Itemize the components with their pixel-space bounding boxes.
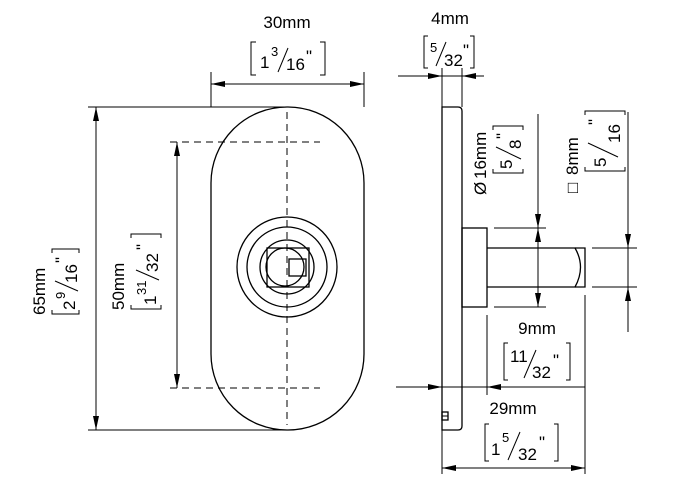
dimension-boss-diameter: Ø 16mm 5 8 " xyxy=(471,114,546,308)
dimension-hole-spacing: 50mm 1 31 32 " xyxy=(109,142,180,388)
front-view xyxy=(170,106,365,431)
boss-depth-inch-den: 32 xyxy=(532,363,551,382)
dimension-spindle-square: □ 8mm 5 16 " xyxy=(563,110,637,332)
hole-spacing-mm-label: 50mm xyxy=(109,263,128,310)
thickness-inch-den: 32 xyxy=(444,51,463,70)
spindle-square-inch-num: 5 xyxy=(591,158,610,167)
square-symbol: □ xyxy=(563,183,582,193)
total-depth-inch-num: 5 xyxy=(502,430,509,445)
width-inch-whole: 1 xyxy=(260,53,269,72)
dimension-thickness: 4mm 5 32 " xyxy=(398,9,484,107)
spindle-square-mm-label: 8mm xyxy=(563,137,582,175)
hole-spacing-inch-den: 32 xyxy=(143,253,162,272)
height-inch-num: 9 xyxy=(53,292,68,299)
diameter-symbol: Ø xyxy=(471,182,490,195)
spindle-hub xyxy=(236,216,338,318)
boss-depth-inch-num: 11 xyxy=(510,347,528,366)
thickness-inch-mark: " xyxy=(463,41,469,60)
boss-depth-inch-mark: " xyxy=(553,351,559,370)
rosette-plate-outline xyxy=(210,106,365,431)
spindle-square-inch-den: 16 xyxy=(605,124,624,143)
height-inch-den: 16 xyxy=(62,264,81,283)
total-depth-inch-den: 32 xyxy=(518,445,537,464)
boss-depth-mm-label: 9mm xyxy=(518,319,556,338)
width-inch-num: 3 xyxy=(271,44,278,59)
width-inch-den: 16 xyxy=(286,55,305,74)
thickness-inch-num: 5 xyxy=(430,40,437,55)
width-mm-label: 30mm xyxy=(263,13,310,32)
hole-spacing-inch-whole: 1 xyxy=(141,296,160,305)
dimension-total-depth: 29mm 1 5 32 " xyxy=(441,295,586,474)
side-view xyxy=(441,106,586,431)
total-depth-inch-whole: 1 xyxy=(491,440,500,459)
dimension-height: 65mm 2 9 16 " xyxy=(30,106,287,431)
boss-diameter-mm-label: 16mm xyxy=(471,132,490,179)
boss-diameter-inch-num: 5 xyxy=(497,160,516,169)
hole-spacing-inch-num: 31 xyxy=(134,281,149,295)
total-depth-mm-label: 29mm xyxy=(489,399,536,418)
dimension-boss-depth: 9mm 11 32 " xyxy=(396,315,585,395)
thickness-mm-label: 4mm xyxy=(431,9,469,28)
width-inch-mark: " xyxy=(306,47,312,66)
height-inch-whole: 2 xyxy=(60,301,79,310)
height-mm-label: 65mm xyxy=(30,268,49,315)
boss-diameter-inch-den: 8 xyxy=(506,140,525,149)
height-inch-mark: " xyxy=(52,257,71,263)
spindle-square-inch-mark: " xyxy=(585,119,604,125)
hole-spacing-inch-mark: " xyxy=(133,244,152,250)
boss-diameter-inch-mark: " xyxy=(493,133,512,139)
dimension-width: 30mm 1 3 16 " xyxy=(210,13,365,107)
total-depth-inch-mark: " xyxy=(539,433,545,452)
